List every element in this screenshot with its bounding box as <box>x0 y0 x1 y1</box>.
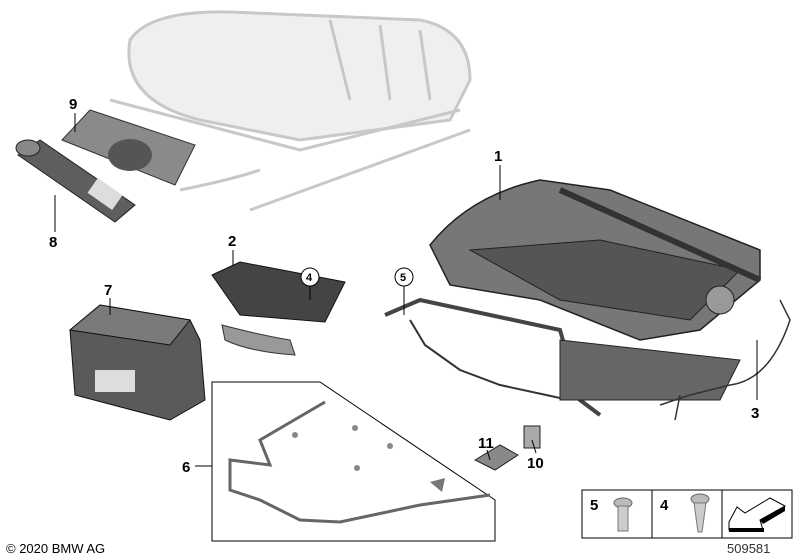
ghost-seat-frame <box>109 10 472 212</box>
callout-3: 3 <box>751 405 759 422</box>
part-7-block <box>68 304 206 421</box>
part-8-cylinder <box>15 139 136 223</box>
callout-10: 10 <box>527 455 544 472</box>
copyright-text: © 2020 BMW AG <box>6 541 106 556</box>
part-6-rod <box>228 400 491 524</box>
callout-5-circle <box>394 267 414 287</box>
callout-6: 6 <box>182 459 190 476</box>
callout-11: 11 <box>478 435 494 452</box>
part-1-seat-frame <box>384 179 762 417</box>
part-3-cable <box>659 299 791 421</box>
callout-7: 7 <box>104 282 112 299</box>
leader-lines <box>54 113 758 467</box>
callout-8: 8 <box>49 234 57 251</box>
part-10-11-clips <box>473 425 541 471</box>
callout-4-circle <box>300 267 320 287</box>
callout-9: 9 <box>69 96 77 113</box>
legend-item-5: 5 <box>590 497 598 514</box>
part-9-housing <box>61 109 196 186</box>
arrow-symbol-icon <box>728 497 787 532</box>
part-5-wire <box>409 319 561 399</box>
part-6-bracket <box>211 381 496 542</box>
diagram-id: 509581 <box>727 541 771 556</box>
part-2-mesh-pad <box>211 261 346 356</box>
legend-item-4: 4 <box>660 497 669 514</box>
screw-4-icon <box>690 493 710 533</box>
callout-5: 5 <box>400 272 406 284</box>
callout-1: 1 <box>494 148 502 165</box>
callout-2: 2 <box>228 233 236 250</box>
part-6-screws <box>292 425 445 492</box>
screw-5-icon <box>613 497 633 532</box>
callout-4: 4 <box>306 272 313 284</box>
fastener-legend-box: 5 4 <box>581 489 793 539</box>
